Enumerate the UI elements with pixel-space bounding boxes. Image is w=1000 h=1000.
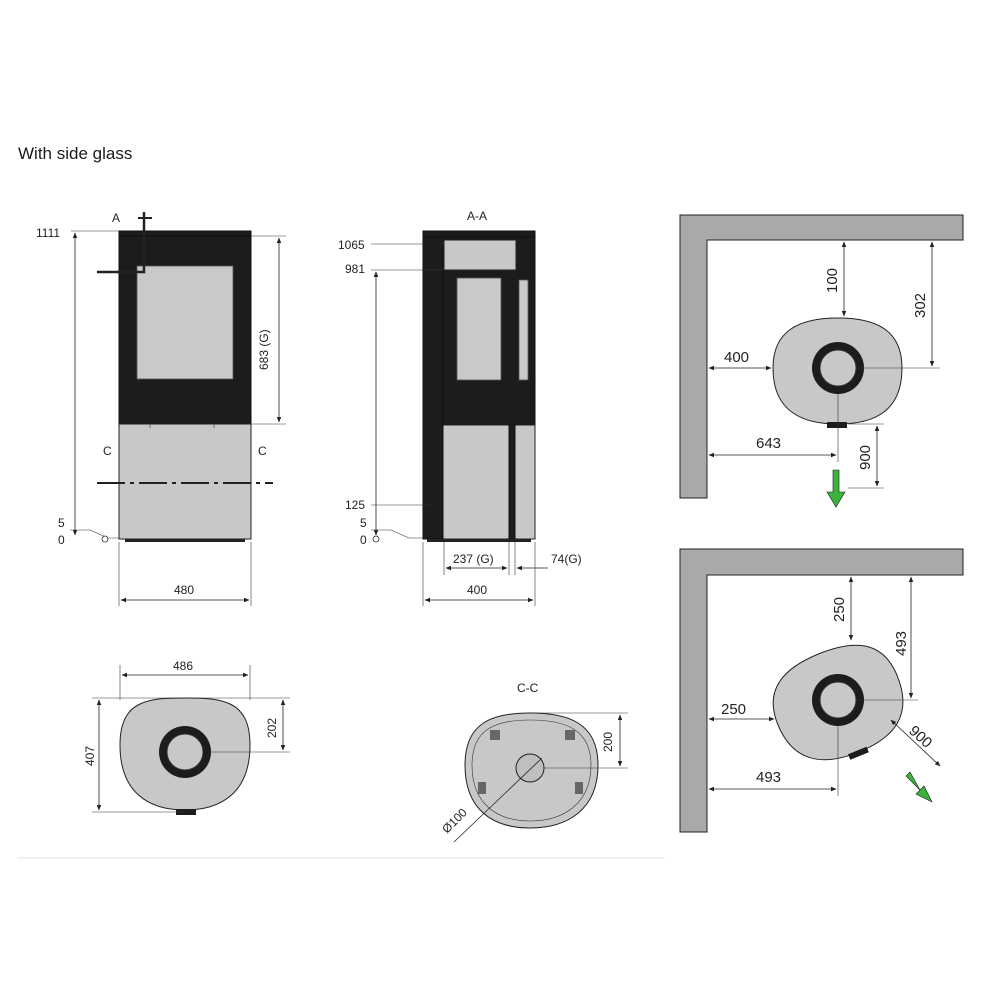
- stove-top-plate: [118, 230, 252, 237]
- section-marker-a-line: [97, 212, 146, 274]
- combustion-chamber: [443, 239, 517, 271]
- wall-flue-side-label: 643: [756, 435, 781, 452]
- stove-lower-body: [118, 423, 252, 540]
- aa-level-5-label: 5: [360, 516, 367, 530]
- front-direction-arrow: [826, 469, 846, 508]
- height-125-label: 125: [345, 498, 365, 512]
- section-marker-c-right: C: [258, 444, 267, 458]
- level-5-label: 5: [58, 516, 65, 530]
- page-title: With side glass: [18, 144, 133, 163]
- cc-offset-label: 200: [601, 732, 615, 752]
- corner-rear-label: 250: [831, 597, 848, 622]
- corner-flue-side-label: 493: [756, 769, 781, 786]
- level-0-label: 0: [58, 533, 65, 547]
- height-total-label: 1111: [36, 226, 60, 240]
- wall-flue-rear-label: 302: [912, 293, 929, 318]
- corner-front-label: 900: [905, 722, 935, 751]
- height-glass-label: 683 (G): [257, 329, 271, 370]
- glass-depth-label: 237 (G): [453, 552, 494, 566]
- corner-wall-l-shape: [679, 548, 964, 833]
- wall-top-label: 100: [824, 268, 841, 293]
- section-cc-title: C-C: [517, 681, 539, 695]
- depth-label: 400: [467, 583, 487, 597]
- section-marker-a: A: [112, 211, 120, 225]
- top-depth-label: 407: [83, 746, 97, 766]
- section-cc-view: C-C 200 Ø100: [439, 681, 628, 843]
- front-view: A C C 1111 5 0 683 (G) 480: [36, 211, 286, 606]
- flue-opening: [515, 753, 545, 783]
- corner-clearance-view: 250 493 250 493 900: [679, 548, 964, 833]
- section-aa-view: A-A 1065 981 125 5 0 237 (G) 74(G) 400: [338, 209, 582, 606]
- corner-side-label: 250: [721, 701, 746, 718]
- door-glass: [136, 265, 234, 380]
- height-981-label: 981: [345, 262, 365, 276]
- wall-side-label: 400: [724, 349, 749, 366]
- wall-clearance-view: 100 302 400 643 900: [679, 214, 964, 508]
- wall-l-shape: [679, 214, 964, 499]
- aa-level-0-label: 0: [360, 533, 367, 547]
- top-view: 486 407 202: [83, 659, 290, 815]
- width-label: 480: [174, 583, 194, 597]
- stove-foot: [125, 539, 245, 542]
- section-marker-c-left: C: [103, 444, 112, 458]
- height-1065-label: 1065: [338, 238, 365, 252]
- section-aa-title: A-A: [467, 209, 487, 223]
- top-width-label: 486: [173, 659, 193, 673]
- corner-front-direction-arrow: [905, 771, 933, 803]
- wall-front-label: 900: [857, 445, 874, 470]
- top-flue-offset-label: 202: [265, 718, 279, 738]
- corner-flue-rear-label: 493: [893, 631, 910, 656]
- side-glass-label: 74(G): [551, 552, 582, 566]
